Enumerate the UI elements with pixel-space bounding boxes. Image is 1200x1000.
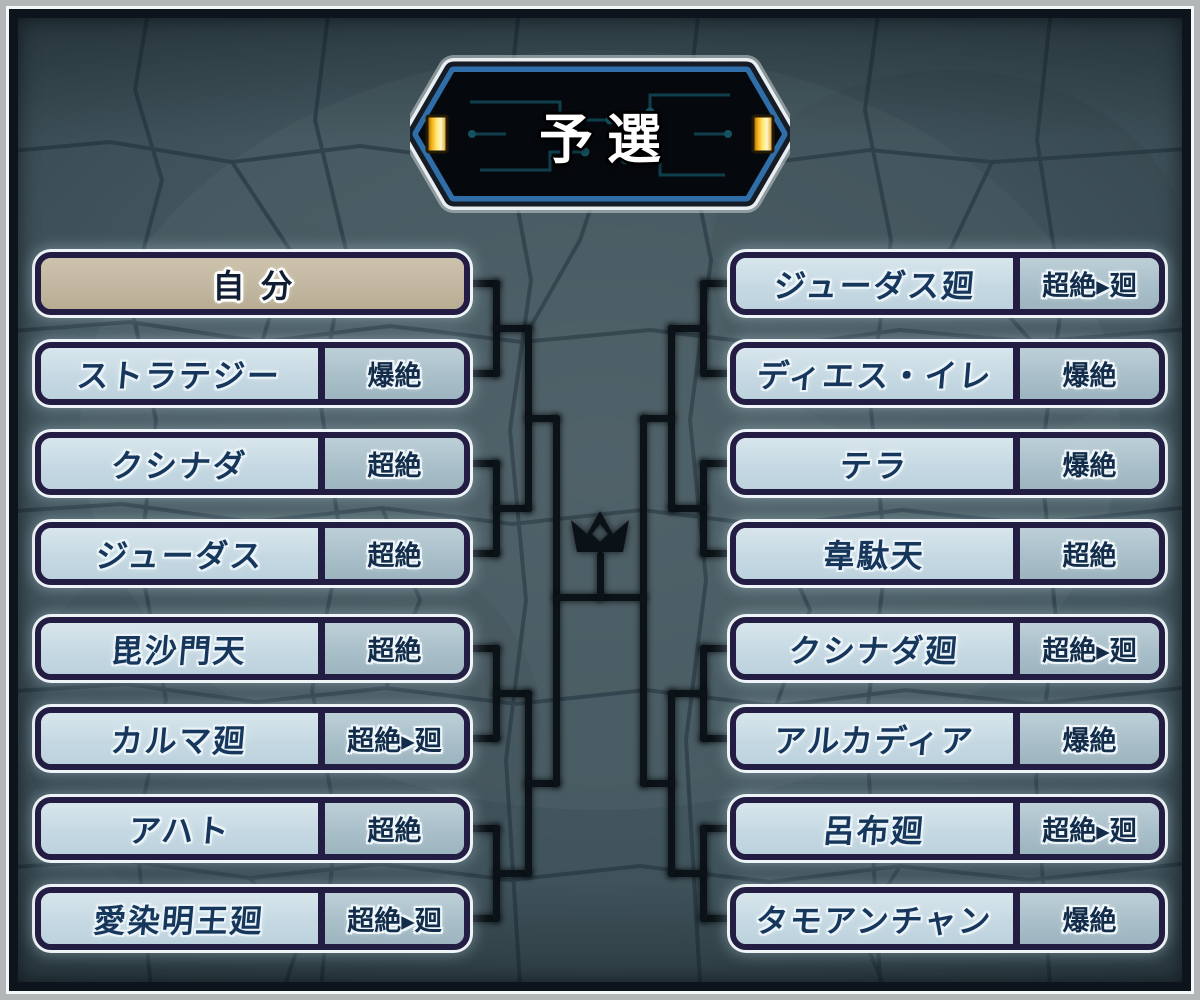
bracket-slot[interactable]: カルマ廻 超絶▸廻	[35, 707, 470, 770]
entrant-name: ディエス・イレ	[754, 356, 994, 395]
entrant-name: タモアンチャン	[754, 901, 995, 940]
entrant-name: ジューダス	[93, 536, 265, 575]
difficulty-badge: 超絶▸廻	[1042, 271, 1137, 302]
bracket-slot-player[interactable]: 自分	[35, 252, 470, 315]
crown-icon	[569, 508, 631, 560]
entrant-name: クシナダ	[109, 446, 249, 485]
entrant-name: アハト	[126, 811, 232, 850]
bracket-slot[interactable]: クシナダ 超絶	[35, 432, 470, 495]
difficulty-badge: 超絶▸廻	[1042, 816, 1137, 847]
bracket-slot[interactable]: アハト 超絶	[35, 797, 470, 860]
bracket-slot[interactable]: 愛染明王廻 超絶▸廻	[35, 887, 470, 950]
bracket-slot[interactable]: ジューダス 超絶	[35, 522, 470, 585]
difficulty-badge: 超絶▸廻	[1042, 636, 1137, 667]
difficulty-badge: 超絶	[367, 816, 422, 847]
bracket-slot[interactable]: ディエス・イレ 爆絶	[730, 342, 1165, 405]
bracket-slot[interactable]: タモアンチャン 爆絶	[730, 887, 1165, 950]
bracket-slot[interactable]: クシナダ廻 超絶▸廻	[730, 617, 1165, 680]
bracket-slot[interactable]: アルカディア 爆絶	[730, 707, 1165, 770]
entrant-name: 毘沙門天	[109, 631, 249, 670]
entrant-name: ストラテジー	[75, 356, 283, 395]
entrant-name: 呂布廻	[821, 811, 927, 850]
bracket-slot[interactable]: 毘沙門天 超絶	[35, 617, 470, 680]
bracket-line	[640, 415, 647, 787]
difficulty-badge: 爆絶	[1062, 726, 1117, 757]
entrant-name: 韋駄天	[821, 536, 927, 575]
entrant-name: アルカディア	[772, 721, 977, 760]
entrant-name: 愛染明王廻	[92, 901, 266, 940]
entrant-name: クシナダ廻	[787, 631, 961, 670]
bracket-slot[interactable]: 韋駄天 超絶	[730, 522, 1165, 585]
bracket-slot[interactable]: ストラテジー 爆絶	[35, 342, 470, 405]
bracket-line	[553, 415, 560, 787]
page-title: 予選	[539, 107, 675, 171]
bracket-slot[interactable]: ジューダス廻 超絶▸廻	[730, 252, 1165, 315]
difficulty-badge: 超絶	[367, 541, 422, 572]
difficulty-badge: 超絶	[367, 636, 422, 667]
difficulty-badge: 爆絶	[1062, 906, 1117, 937]
bracket-slot[interactable]: テラ 爆絶	[730, 432, 1165, 495]
difficulty-badge: 超絶▸廻	[347, 726, 442, 757]
entrant-name: テラ	[838, 446, 910, 485]
difficulty-badge: 超絶▸廻	[347, 906, 442, 937]
bracket-slot[interactable]: 呂布廻 超絶▸廻	[730, 797, 1165, 860]
entrant-name: ジューダス廻	[771, 266, 977, 305]
entrant-name: 自分	[212, 266, 309, 305]
difficulty-badge: 超絶	[1062, 541, 1117, 572]
difficulty-badge: 超絶	[367, 451, 422, 482]
difficulty-badge: 爆絶	[1062, 451, 1117, 482]
difficulty-badge: 爆絶	[367, 361, 422, 392]
entrant-name: カルマ廻	[109, 721, 249, 760]
difficulty-badge: 爆絶	[1062, 361, 1117, 392]
